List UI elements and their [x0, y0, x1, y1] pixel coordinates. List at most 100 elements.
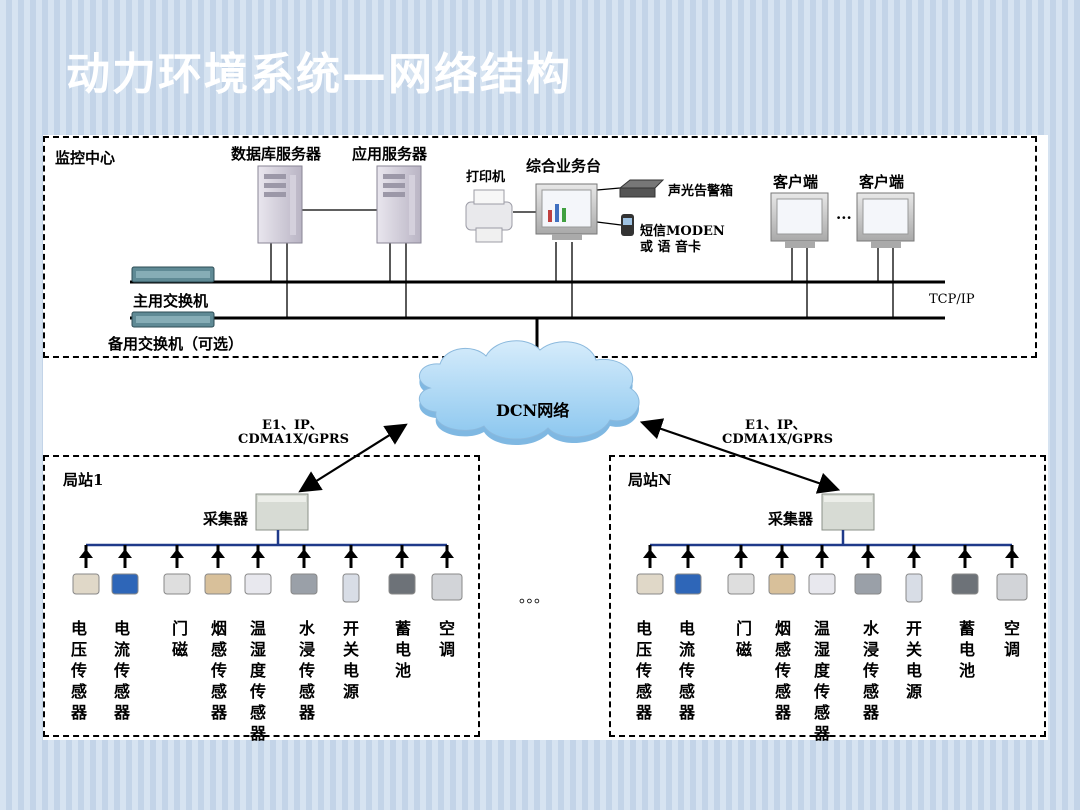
temp-humidity-sensor-icon	[244, 545, 272, 595]
door-sensor-icon	[163, 545, 191, 595]
main-switch-label: 主用交换机	[133, 292, 209, 310]
db-server-label: 数据库服务器	[231, 145, 322, 163]
sensor-body	[808, 573, 836, 595]
site1-collector-label: 采集器	[203, 510, 249, 528]
printer-icon	[465, 189, 513, 243]
voltage-sensor-icon	[72, 545, 100, 595]
backup-switch-icon	[131, 311, 215, 328]
tcp-ip-label: TCP/IP	[929, 292, 975, 307]
workstation-monitor-icon	[535, 183, 598, 240]
sensor-arrow-head	[79, 549, 93, 558]
client-ellipsis: ...	[836, 205, 852, 223]
monitoring-center-label: 监控中心	[55, 149, 116, 167]
sensor-arrow-head	[344, 549, 358, 558]
sms-modem-icon	[621, 214, 634, 236]
sensor-body	[996, 573, 1028, 601]
sensor-body	[204, 573, 232, 595]
sensor-arrow-head	[643, 549, 657, 558]
sensor-label: 电流传感器	[678, 619, 695, 722]
site1-link-arrow	[298, 423, 408, 493]
sensor-label: 门磁	[735, 619, 752, 659]
sensor-label: 温湿度传感器	[813, 619, 830, 743]
database-server-icon	[257, 165, 303, 244]
sensor-label: 开关电源	[905, 619, 922, 701]
sensor-label: 电流传感器	[113, 619, 130, 722]
sensor-label: 温湿度传感器	[249, 619, 266, 743]
door-sensor-icon	[727, 545, 755, 595]
sensor-body	[854, 573, 882, 595]
smoke-sensor-icon	[768, 545, 796, 595]
temp-humidity-sensor-icon	[808, 545, 836, 595]
printer-label: 打印机	[466, 170, 506, 185]
sensor-label: 水浸传感器	[862, 619, 879, 722]
sensor-label: 电压传感器	[635, 619, 652, 722]
sensor-body	[951, 573, 979, 595]
sensor-arrow-head	[297, 549, 311, 558]
site1-label: 局站1	[63, 471, 104, 489]
sensor-arrow-head	[251, 549, 265, 558]
battery-icon	[951, 545, 979, 595]
workstation-label: 综合业务台	[526, 157, 602, 175]
client-label: 客户端	[859, 173, 905, 191]
site1-link-label-1: E1、IP、	[262, 418, 323, 433]
application-server-icon	[376, 165, 422, 244]
sensor-body	[72, 573, 100, 595]
client-label: 客户端	[773, 173, 819, 191]
siteN-link-arrow	[639, 418, 841, 494]
alarm-box-icon	[618, 179, 665, 198]
water-sensor-icon	[854, 545, 882, 595]
backup-switch-label: 备用交换机（可选）	[108, 335, 244, 353]
sensor-arrow-head	[815, 549, 829, 558]
sensor-body	[111, 573, 139, 595]
sensor-body	[727, 573, 755, 595]
sensor-arrow-head	[440, 549, 454, 558]
sensor-body	[768, 573, 796, 595]
sensor-arrow-head	[211, 549, 225, 558]
dcn-cloud-icon	[418, 340, 640, 446]
battery-icon	[388, 545, 416, 595]
siteN-collector-label: 采集器	[768, 510, 814, 528]
air-conditioner-icon	[996, 545, 1028, 601]
voltage-sensor-icon	[636, 545, 664, 595]
power-supply-icon	[342, 545, 360, 603]
current-sensor-icon	[111, 545, 139, 595]
sensor-body	[674, 573, 702, 595]
alarm-box-label: 声光告警箱	[668, 184, 734, 199]
sensor-arrow-head	[958, 549, 972, 558]
water-sensor-icon	[290, 545, 318, 595]
sensor-body	[388, 573, 416, 595]
sensor-label: 水浸传感器	[298, 619, 315, 722]
current-sensor-icon	[674, 545, 702, 595]
page-title: 动力环境系统—网络结构	[66, 49, 572, 100]
main-switch-icon	[131, 266, 215, 283]
sms-modem-label-1: 短信MODEN	[640, 224, 725, 239]
smoke-sensor-icon	[204, 545, 232, 595]
sensor-arrow-head	[775, 549, 789, 558]
sensor-label: 电压传感器	[70, 619, 87, 722]
sensor-body	[163, 573, 191, 595]
sensor-label: 空调	[1003, 619, 1020, 659]
sensor-arrow-head	[681, 549, 695, 558]
sensor-label: 空调	[438, 619, 455, 659]
device-drop-lines	[270, 187, 894, 318]
siteN-link-label-2: CDMA1X/GPRS	[722, 432, 834, 447]
sensor-arrow-head	[395, 549, 409, 558]
sensor-label: 蓄电池	[958, 619, 975, 680]
site1-link-label-2: CDMA1X/GPRS	[238, 432, 350, 447]
power-supply-icon	[905, 545, 923, 603]
site1-box	[43, 455, 480, 737]
siteN-link-label-1: E1、IP、	[745, 418, 806, 433]
sensor-arrow-head	[861, 549, 875, 558]
sensor-body	[431, 573, 463, 601]
sensor-label: 开关电源	[342, 619, 359, 701]
sensor-arrow-head	[170, 549, 184, 558]
siteN-label: 局站N	[628, 471, 672, 489]
sensor-body	[244, 573, 272, 595]
air-conditioner-icon	[431, 545, 463, 601]
sms-modem-label-2: 或 语 音卡	[640, 240, 702, 255]
sensor-body	[636, 573, 664, 595]
dcn-network-label: DCN网络	[496, 401, 570, 420]
sensor-body	[905, 573, 923, 603]
between-sites-ellipsis: 。。。	[519, 588, 550, 606]
